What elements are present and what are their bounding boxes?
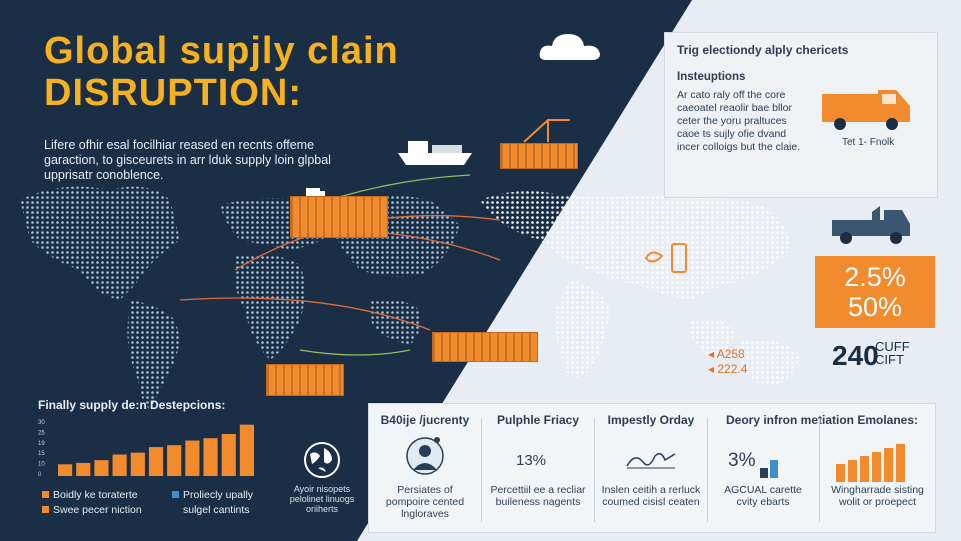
- orange-bars-icon: [836, 444, 905, 482]
- bar: [167, 445, 182, 476]
- cost-readout: ◂ A258 ◂ 222.4: [708, 347, 747, 377]
- container-icon: [290, 196, 388, 238]
- card-body: Inslen ceitih a rerluck coumed cisisl ce…: [601, 484, 701, 508]
- legend-label: Proliecly upally: [183, 489, 254, 501]
- card-body: Wingharrade sisting wolit or proepect: [831, 484, 924, 508]
- y-tick-label: 25: [38, 430, 45, 436]
- person-icon: [406, 437, 444, 475]
- title-line-2: DISRUPTION:: [44, 72, 302, 114]
- disruption-chart: Finally supply de:n Destepcions: 30 25 19 1…: [38, 398, 268, 538]
- crane-icon: [523, 119, 570, 143]
- divider: [707, 418, 708, 522]
- bar: [148, 447, 164, 476]
- globe-caption: Ayoir nisopets pelolinet linuogs oriiher…: [289, 484, 355, 514]
- unit-line-1: CUFF: [875, 339, 910, 354]
- container-icon: [500, 143, 578, 169]
- percent-stat-box: 2.5% 50%: [815, 256, 935, 328]
- bar: [221, 434, 236, 476]
- legend-swatch: [172, 491, 179, 498]
- truck-icon: [832, 206, 910, 244]
- card: Wingharrade sisting wolit or proepect: [820, 404, 935, 532]
- cards-panel: B40ije /jucrenty Persiates of pompoire c…: [368, 403, 936, 533]
- bar: [76, 462, 91, 476]
- card: 3% AGCUAL carette cvity ebarts: [708, 404, 818, 532]
- cost-1: ◂ A258: [708, 347, 745, 361]
- stat-value-1: 2.5%: [844, 262, 906, 292]
- card-heading: Impestly Orday: [607, 413, 695, 427]
- chart-heading: Finally supply de:n Destepcions:: [38, 398, 226, 412]
- card: B40ije /jucrenty Persiates of pompoire c…: [369, 404, 481, 532]
- card: Impestly Orday Inslen ceitih a rerluck c…: [595, 404, 707, 532]
- big-number-unit: CUFF CIFT: [875, 340, 910, 366]
- card: Pulphle Friacy 13% Percettiil ee a recli…: [482, 404, 594, 532]
- divider: [481, 418, 482, 522]
- legend-swatch: [42, 491, 49, 498]
- y-tick-label: 0: [38, 472, 42, 478]
- card-heading: Pulphle Friacy: [496, 413, 580, 427]
- legend-label: sulgel cantints: [183, 504, 250, 516]
- bar: [112, 454, 127, 476]
- stat-value-2: 50%: [847, 292, 903, 322]
- divider: [594, 418, 595, 522]
- container-icon: [432, 332, 538, 362]
- bar: [58, 464, 73, 476]
- bar: [239, 424, 254, 476]
- legend-item: Proliecly upally: [172, 488, 253, 502]
- legend-label: Swee pecer niction: [53, 504, 142, 516]
- van-icon: [822, 90, 910, 130]
- mini-bar-icon: [760, 460, 778, 478]
- legend-item: sulgel cantints: [183, 503, 250, 517]
- signature-icon: [626, 453, 676, 469]
- globe-icon: [304, 442, 340, 478]
- ship-icon: [398, 141, 472, 165]
- bar: [94, 460, 109, 476]
- truck-small-icon: [306, 188, 325, 196]
- legend-label: Boidly ke toraterte: [53, 489, 138, 501]
- card-body: Persiates of pompoire cented lngloraves: [385, 484, 465, 520]
- card-heading: Deory infron metiation Emolanes:: [725, 413, 919, 427]
- container-icon: [266, 364, 344, 396]
- card-body: Percettiil ee a recliar buileness nagent…: [490, 484, 586, 508]
- y-tick-label: 10: [38, 462, 45, 468]
- bar: [203, 438, 218, 476]
- legend-item: Swee pecer niction: [42, 503, 142, 517]
- card: Deory infron metiation Emolanes:: [708, 404, 936, 532]
- intro-text: Lifere ofhir esal focilhiar reased en re…: [44, 138, 331, 182]
- bar: [130, 452, 145, 476]
- legend-swatch: [42, 506, 49, 513]
- y-tick-label: 30: [38, 420, 45, 426]
- big-number: 240: [832, 340, 879, 371]
- panel-body: Ar cato raly off the core caeoatel reaol…: [677, 89, 801, 153]
- legend-item: Boidly ke toraterte: [42, 488, 138, 502]
- cloud-icon: [539, 34, 600, 60]
- world-map-right: [480, 191, 800, 388]
- cost-2: ◂ 222.4: [708, 362, 748, 376]
- divider: [819, 418, 820, 522]
- unit-line-2: CIFT: [875, 352, 904, 367]
- panel-heading: Trig electiondy alply chericets: [677, 43, 849, 57]
- van-label: Tet 1- Fnolk: [842, 137, 895, 148]
- map-marker-icon: [644, 243, 687, 273]
- panel-subheading: Insteuptions: [677, 71, 746, 83]
- bar: [185, 440, 200, 476]
- y-tick-label: 15: [38, 451, 45, 457]
- title-line-1: Global supjly clain: [44, 30, 399, 72]
- y-tick-label: 19: [38, 441, 45, 447]
- card-body: AGCUAL carette cvity ebarts: [724, 484, 802, 508]
- card-heading: B40ije /jucrenty: [380, 413, 470, 427]
- card-value: 13%: [516, 452, 547, 469]
- bar-chart: 30 25 19 15 10 0: [38, 420, 254, 478]
- card-value: 3%: [728, 450, 756, 471]
- page-title: Global supjly clain DISRUPTION:: [44, 30, 399, 114]
